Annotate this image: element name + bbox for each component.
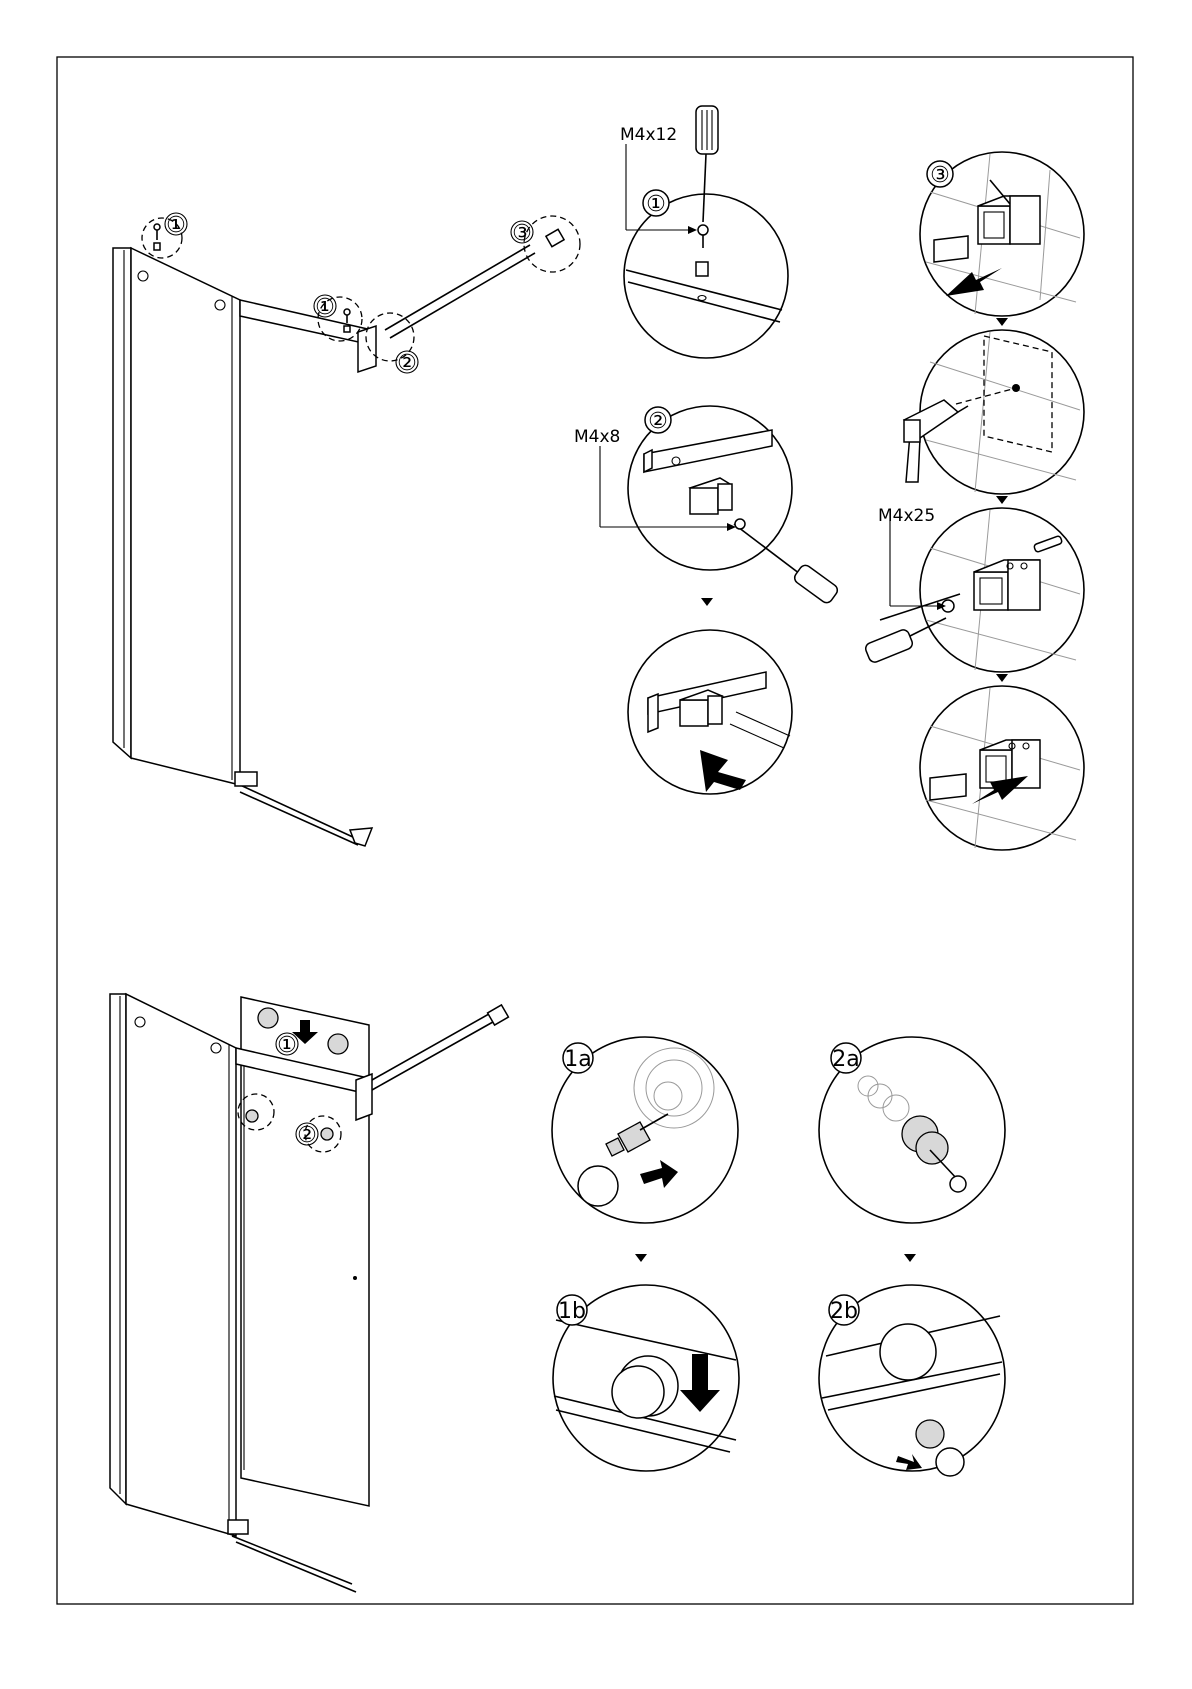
svg-text:①: ① xyxy=(166,213,186,238)
detail-2-result xyxy=(628,630,792,794)
overview-callout-badge: ① xyxy=(314,295,336,320)
detail-3-fix-bracket: M4x25 xyxy=(864,506,1084,672)
overview-callout-badge: ③ xyxy=(511,221,533,246)
arrow-icon xyxy=(996,318,1008,326)
screw-icon xyxy=(154,224,160,250)
detail-2-bar-bracket: M4x8 ② xyxy=(574,406,840,605)
svg-text:②: ② xyxy=(397,351,417,376)
screwdriver-icon xyxy=(864,618,946,664)
detail-3-slide-bar xyxy=(920,686,1084,850)
screw-label-m4x12: M4x12 xyxy=(620,125,677,145)
overview-callout-badge: ① xyxy=(277,1033,297,1058)
arrow-icon xyxy=(635,1254,647,1262)
detail-badge: ③ xyxy=(930,163,950,188)
arrow-icon xyxy=(904,1254,916,1262)
detail-badge: ① xyxy=(646,192,666,217)
svg-text:③: ③ xyxy=(512,221,532,246)
detail-1-screw-top: M4x12 ① xyxy=(620,106,788,358)
screwdriver-icon xyxy=(696,106,718,222)
detail-badge: 2b xyxy=(830,1299,858,1324)
top-overview-illustration: ① ① ② ③ xyxy=(113,213,580,846)
detail-badge: 1b xyxy=(558,1299,586,1324)
detail-3-drill-wall xyxy=(904,330,1084,494)
overview-callout-badge: ① xyxy=(165,213,187,238)
detail-2a-knob-screw: 2a xyxy=(819,1037,1005,1223)
overview-callout-badge: ② xyxy=(297,1123,317,1148)
screw-label-m4x25: M4x25 xyxy=(878,506,935,526)
svg-text:①: ① xyxy=(315,295,335,320)
bottom-overview-illustration: ① ② xyxy=(110,994,508,1592)
arrow-icon xyxy=(996,496,1008,504)
detail-badge: ② xyxy=(648,409,668,434)
detail-badge: 2a xyxy=(832,1047,859,1072)
detail-badge: 1a xyxy=(564,1047,591,1072)
drill-icon xyxy=(904,400,968,482)
arrow-icon xyxy=(701,598,713,606)
detail-1b-roller-on-bar: 1b xyxy=(553,1285,739,1471)
screw-icon xyxy=(344,309,350,332)
screw-icon xyxy=(698,225,708,248)
overview-callout-badge: ② xyxy=(396,351,418,376)
detail-2b-knob-on-door: 2b xyxy=(819,1285,1005,1476)
screwdriver-icon xyxy=(734,524,840,605)
detail-1a-roller-assembly: 1a xyxy=(552,1037,738,1223)
detail-3-bracket-on-wall: ③ xyxy=(920,152,1084,316)
screw-label-m4x8: M4x8 xyxy=(574,427,620,447)
arrow-icon xyxy=(996,674,1008,682)
